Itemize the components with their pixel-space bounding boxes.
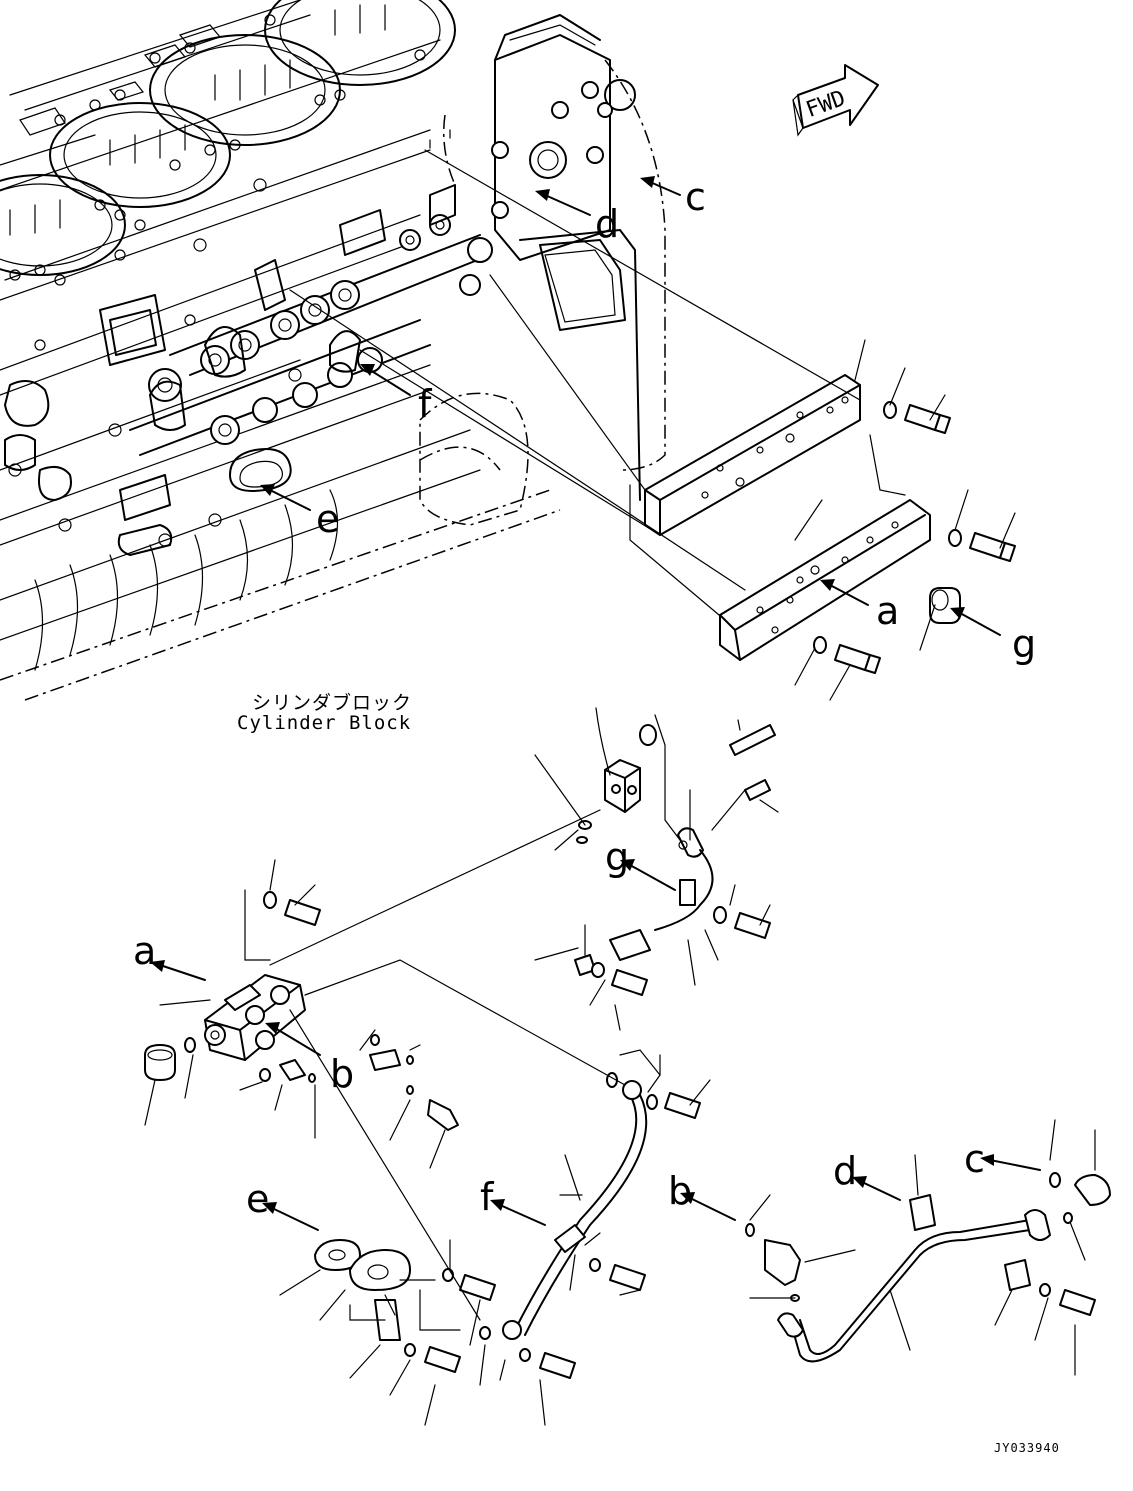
- bolts-upper-right: [813, 401, 1016, 674]
- callout-e-top: e: [316, 497, 340, 541]
- callout-g-mid: g: [605, 835, 630, 879]
- cylinder-block-label-en: Cylinder Block: [237, 712, 412, 734]
- manifold-block: [204, 974, 306, 1061]
- callout-b-mid: b: [330, 1052, 355, 1096]
- callout-e-low: e: [246, 1177, 270, 1221]
- callout-g-top: g: [1012, 622, 1037, 666]
- fwd-direction-arrow: [792, 64, 879, 137]
- cylinder-block-label-jp: シリンダブロック: [252, 692, 413, 714]
- callout-d-low: d: [833, 1149, 858, 1193]
- callout-d-top: d: [595, 202, 620, 246]
- callout-c-low: c: [964, 1137, 985, 1181]
- callout-b-low: b: [668, 1169, 693, 1213]
- oil-pipe-lower-right: [777, 1172, 1111, 1363]
- sensor-harness: [574, 724, 776, 996]
- switch-fitting-b: [745, 1223, 801, 1302]
- plug-and-fittings: [144, 1034, 459, 1131]
- callout-a-mid: a: [133, 929, 157, 973]
- mounting-bar-upper: [644, 374, 861, 536]
- oil-pipe-f: [479, 1072, 701, 1379]
- callout-a-top: a: [876, 589, 900, 633]
- callout-c-top: c: [685, 175, 706, 219]
- callout-f-top: f: [418, 382, 432, 426]
- drawing-code: JY033940: [994, 1441, 1060, 1455]
- leader-lines: [144, 149, 1096, 1426]
- callout-f-low: f: [480, 1175, 494, 1219]
- flange-parts-e: [314, 1239, 496, 1373]
- sensor-block: [576, 724, 657, 844]
- bolts-lower-left: [263, 891, 321, 926]
- cylinder-block-drawing: [0, 0, 666, 701]
